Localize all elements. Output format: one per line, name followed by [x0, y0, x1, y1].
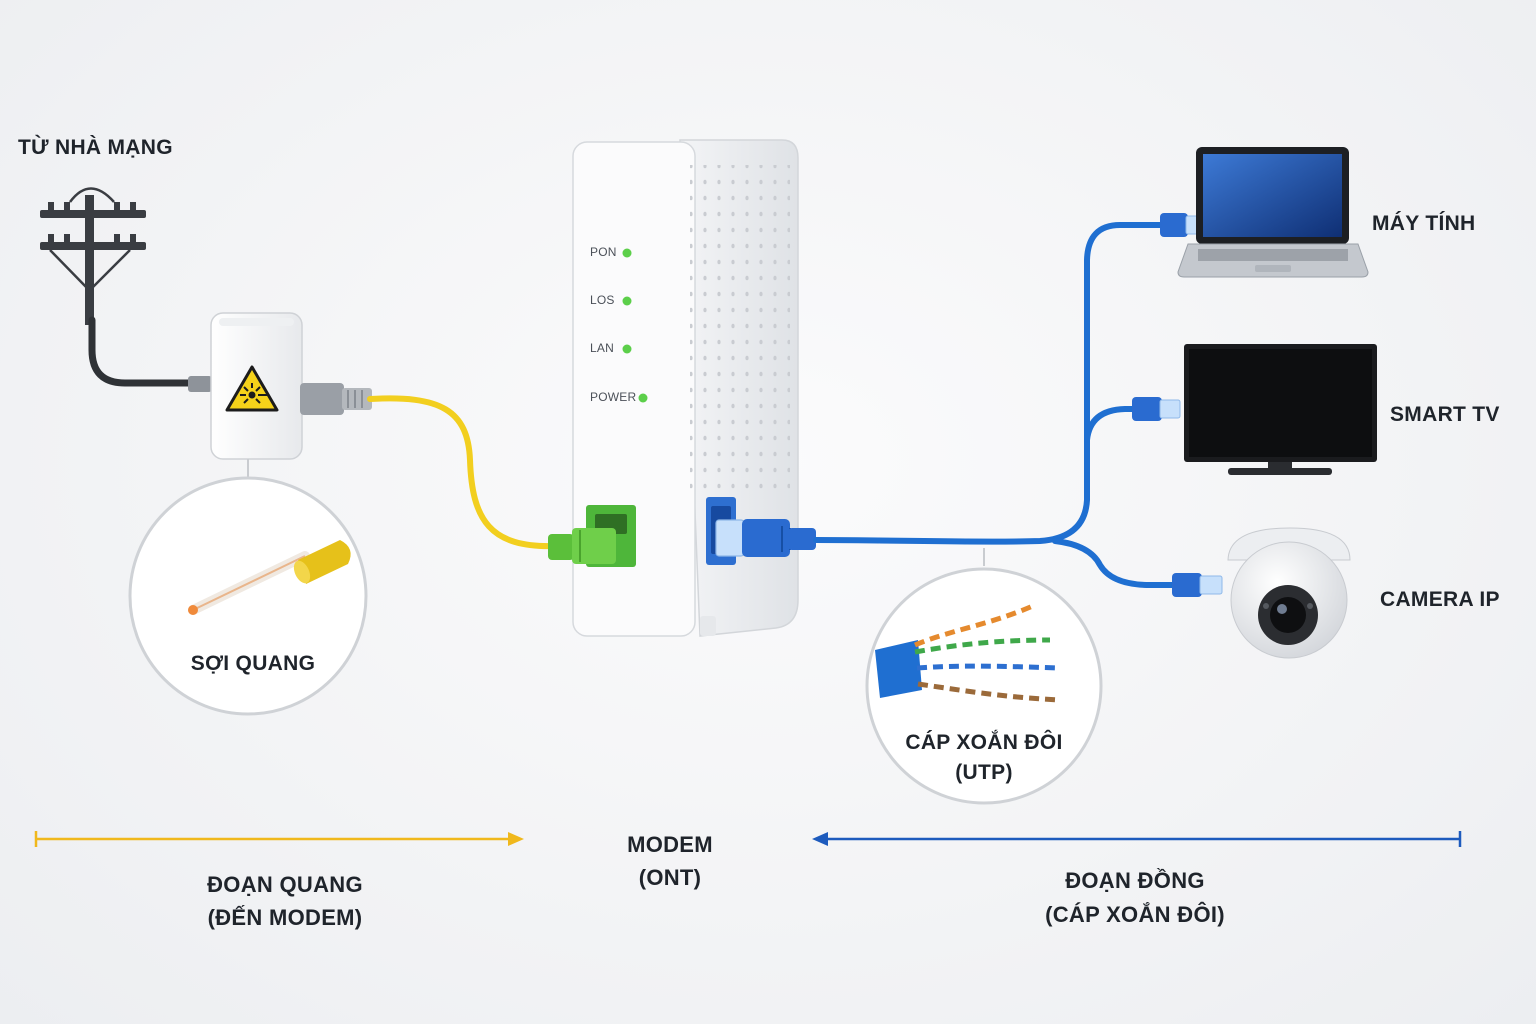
modem-label: MODEM (ONT) [590, 828, 750, 894]
led-label-los: LOS [590, 293, 615, 307]
utp-label-line1: CÁP XOẮN ĐÔI [905, 731, 1063, 754]
laser-warning-icon [225, 365, 279, 412]
utp-label-line2: (UTP) [955, 761, 1013, 784]
utp-cable [813, 222, 1183, 588]
fiber-termination-box[interactable] [210, 312, 303, 460]
rj45-plug-modem [715, 519, 816, 557]
copper-arrow [812, 831, 1462, 847]
led-label-lan: LAN [590, 341, 614, 355]
drop-cable [88, 316, 199, 387]
optical-arrow [34, 831, 524, 847]
led-power [638, 393, 648, 403]
rj45-plug-laptop [1160, 213, 1205, 237]
sc-connector [548, 528, 616, 564]
copper-segment-line1: ĐOẠN ĐỒNG [1065, 868, 1205, 893]
dome-camera-icon[interactable] [1227, 527, 1351, 659]
rj45-plug-tv [1132, 397, 1181, 421]
led-pon [622, 248, 632, 258]
fiber-cable [367, 395, 558, 550]
fiber-strand-icon [188, 540, 351, 615]
twisted-pair-icon [875, 602, 1061, 703]
fiber-callout-circle [128, 476, 368, 716]
copper-segment-line2: (CÁP XOẮN ĐÔI) [1045, 902, 1225, 927]
utp-label: CÁP XOẮN ĐÔI (UTP) [884, 728, 1084, 788]
modem-ont[interactable] [572, 139, 799, 637]
tv-icon[interactable] [1184, 344, 1377, 475]
optical-segment-label: ĐOẠN QUANG (ĐẾN MODEM) [170, 868, 400, 934]
led-label-power: POWER [590, 390, 637, 404]
optical-segment-line1: ĐOẠN QUANG [207, 872, 363, 897]
drop-cable-gland [188, 376, 212, 392]
led-lan [622, 344, 632, 354]
fiber-label: SỢI QUANG [190, 652, 316, 675]
optical-segment-line2: (ĐẾN MODEM) [207, 905, 363, 930]
utility-pole-icon [40, 187, 146, 325]
led-label-pon: PON [590, 245, 617, 259]
camera-label: CAMERA IP [1380, 588, 1500, 611]
isp-label: TỪ NHÀ MẠNG [18, 136, 173, 159]
tv-label: SMART TV [1390, 403, 1500, 426]
copper-segment-label: ĐOẠN ĐỒNG (CÁP XOẮN ĐÔI) [1010, 864, 1260, 932]
modem-label-line1: MODEM [627, 832, 713, 857]
modem-label-line2: (ONT) [638, 865, 702, 890]
rj45-plug-camera [1172, 573, 1223, 597]
led-los [622, 296, 632, 306]
laptop-icon[interactable] [1177, 147, 1369, 278]
utp-callout-circle [865, 567, 1103, 805]
computer-label: MÁY TÍNH [1372, 212, 1476, 235]
box-output-connector [300, 383, 372, 415]
